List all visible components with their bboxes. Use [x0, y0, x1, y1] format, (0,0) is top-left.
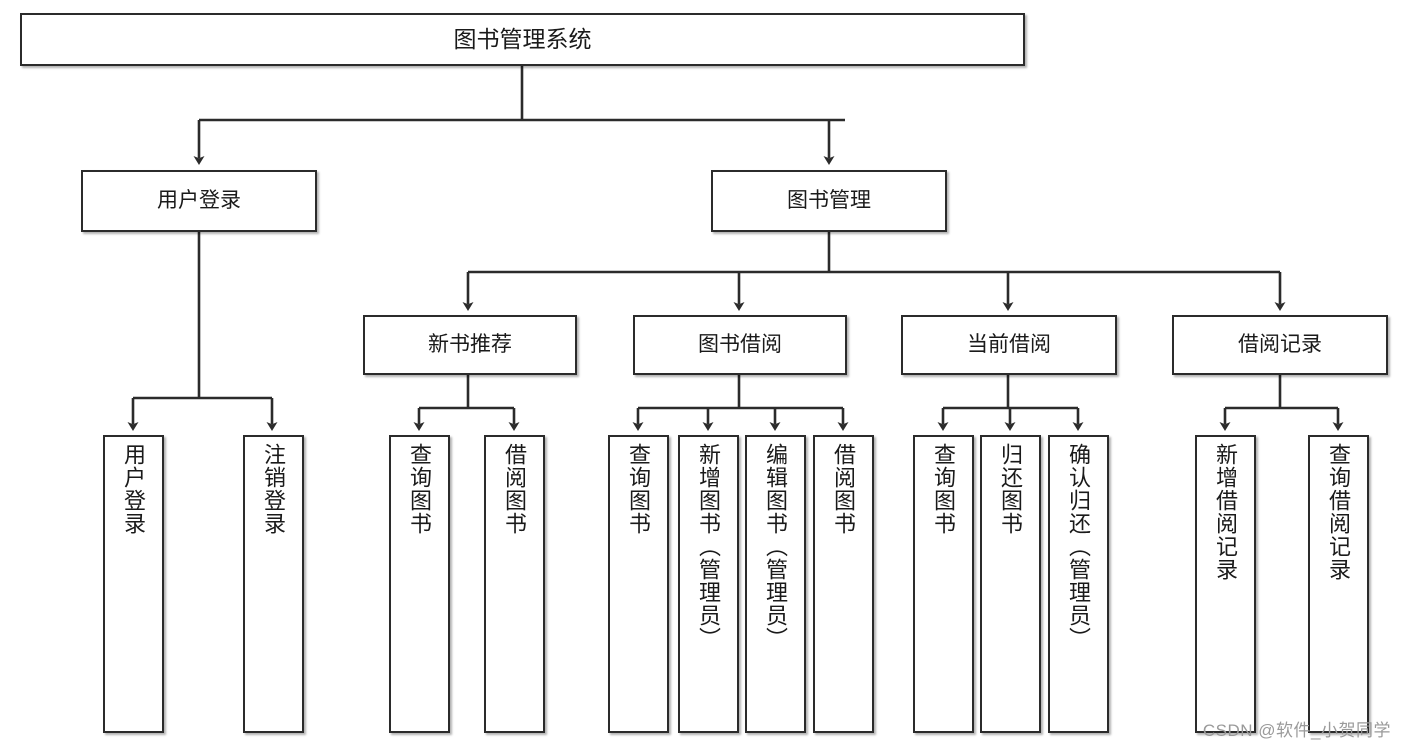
- node-borrow-record[interactable]: 借阅记录: [1172, 315, 1388, 375]
- node-leaf-query-record[interactable]: 查询借阅记录: [1308, 435, 1369, 733]
- node-leaf-confirm-return-label: 确认归还（管理员）: [1066, 443, 1092, 650]
- node-new-book-rec[interactable]: 新书推荐: [363, 315, 577, 375]
- node-book-borrow-label: 图书借阅: [698, 333, 782, 357]
- node-leaf-query-book-2[interactable]: 查询图书: [608, 435, 669, 733]
- node-leaf-borrow-book-1[interactable]: 借阅图书: [484, 435, 545, 733]
- node-current-borrow[interactable]: 当前借阅: [901, 315, 1117, 375]
- node-leaf-add-record-label: 新增借阅记录: [1213, 443, 1239, 581]
- node-leaf-add-book-label: 新增图书（管理员）: [696, 443, 722, 650]
- node-leaf-query-book-3-label: 查询图书: [931, 443, 957, 535]
- node-leaf-borrow-book-2[interactable]: 借阅图书: [813, 435, 874, 733]
- node-leaf-query-book-3[interactable]: 查询图书: [913, 435, 974, 733]
- node-leaf-query-book-1-label: 查询图书: [407, 443, 433, 535]
- node-leaf-query-record-label: 查询借阅记录: [1326, 443, 1352, 581]
- node-book-manage[interactable]: 图书管理: [711, 170, 947, 232]
- node-leaf-return-book-label: 归还图书: [998, 443, 1024, 535]
- node-leaf-query-book-2-label: 查询图书: [626, 443, 652, 535]
- node-leaf-add-record[interactable]: 新增借阅记录: [1195, 435, 1256, 733]
- node-leaf-user-login[interactable]: 用户登录: [103, 435, 164, 733]
- node-leaf-borrow-book-2-label: 借阅图书: [831, 443, 857, 535]
- node-leaf-return-book[interactable]: 归还图书: [980, 435, 1041, 733]
- node-user-login[interactable]: 用户登录: [81, 170, 317, 232]
- node-leaf-borrow-book-1-label: 借阅图书: [502, 443, 528, 535]
- node-new-book-rec-label: 新书推荐: [428, 333, 512, 357]
- node-borrow-record-label: 借阅记录: [1238, 333, 1322, 357]
- watermark-text: CSDN @软件_小贺同学: [1202, 721, 1391, 740]
- node-leaf-edit-book[interactable]: 编辑图书（管理员）: [745, 435, 806, 733]
- node-leaf-logout-label: 注销登录: [261, 443, 287, 535]
- node-user-login-label: 用户登录: [157, 189, 241, 213]
- node-book-manage-label: 图书管理: [787, 189, 871, 213]
- node-book-borrow[interactable]: 图书借阅: [633, 315, 847, 375]
- node-leaf-confirm-return[interactable]: 确认归还（管理员）: [1048, 435, 1109, 733]
- node-leaf-add-book[interactable]: 新增图书（管理员）: [678, 435, 739, 733]
- node-leaf-query-book-1[interactable]: 查询图书: [389, 435, 450, 733]
- node-root-label: 图书管理系统: [453, 25, 592, 52]
- node-leaf-logout[interactable]: 注销登录: [243, 435, 304, 733]
- node-current-borrow-label: 当前借阅: [967, 333, 1051, 357]
- node-leaf-user-login-label: 用户登录: [121, 443, 147, 535]
- node-root[interactable]: 图书管理系统: [20, 13, 1025, 66]
- node-leaf-edit-book-label: 编辑图书（管理员）: [763, 443, 789, 650]
